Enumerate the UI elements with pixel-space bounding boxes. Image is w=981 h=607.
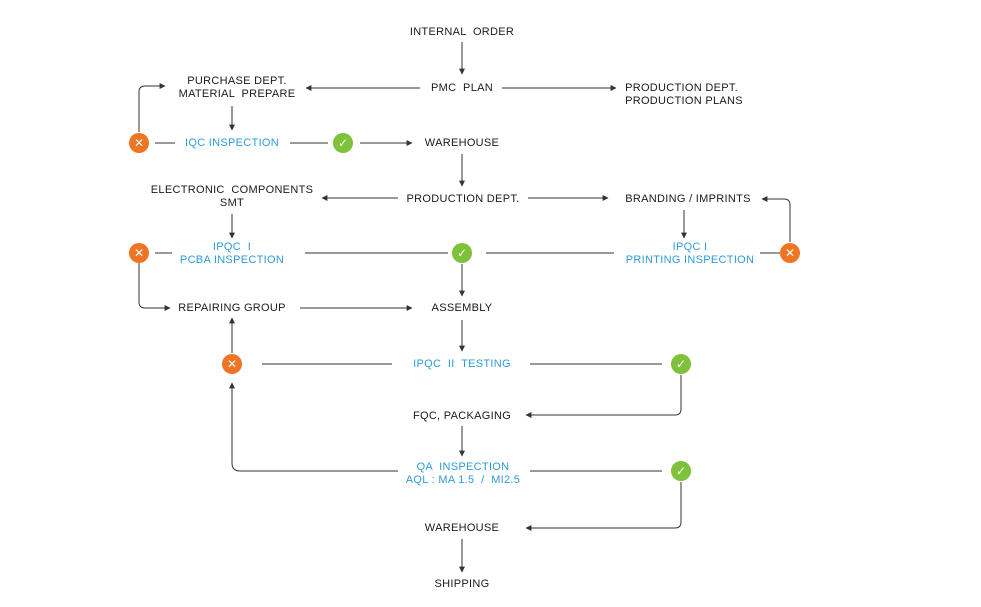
check-circle-icon: ✓ <box>671 461 691 481</box>
node-ipqc-printing: IPQC I PRINTING INSPECTION <box>625 241 755 266</box>
node-warehouse-2: WAREHOUSE <box>424 522 500 534</box>
check-circle-icon: ✓ <box>452 243 472 263</box>
node-shipping: SHIPPING <box>434 578 490 590</box>
node-production-dept: PRODUCTION DEPT. <box>406 193 520 205</box>
x-circle-icon: ✕ <box>222 354 242 374</box>
node-production-plans: PRODUCTION DEPT. PRODUCTION PLANS <box>625 82 743 107</box>
x-circle-icon: ✕ <box>129 243 149 263</box>
node-ipqc-testing: IPQC II TESTING <box>413 358 511 370</box>
node-qa-inspection: QA INSPECTION AQL : MA 1.5 / MI2.5 <box>405 461 521 486</box>
arrow-qa-fail-to-repair <box>229 382 398 472</box>
check-circle-icon: ✓ <box>333 133 353 153</box>
check-circle-icon: ✓ <box>671 354 691 374</box>
node-pmc-plan: PMC PLAN <box>431 82 493 94</box>
arrow-iqc-fail-loop <box>138 83 166 132</box>
arrow-testing-pass-to-fqc <box>525 375 682 418</box>
node-warehouse-1: WAREHOUSE <box>424 137 500 149</box>
node-ipqc-pcba: IPQC I PCBA INSPECTION <box>179 241 285 266</box>
node-internal-order: INTERNAL ORDER <box>409 26 515 38</box>
node-purchase-dept: PURCHASE DEPT. MATERIAL PREPARE <box>178 75 296 100</box>
arrow-pcba-fail-to-repair <box>138 263 171 311</box>
node-repairing-group: REPAIRING GROUP <box>178 302 286 314</box>
node-fqc-packaging: FQC, PACKAGING <box>412 410 512 422</box>
arrow-qa-pass-to-warehouse <box>525 482 682 531</box>
node-branding-imprints: BRANDING / IMPRINTS <box>625 193 751 205</box>
node-assembly: ASSEMBLY <box>431 302 493 314</box>
node-iqc-inspection: IQC INSPECTION <box>184 137 280 149</box>
x-circle-icon: ✕ <box>780 243 800 263</box>
arrow-printing-fail-loop <box>761 196 791 242</box>
node-electronic-components: ELECTRONIC COMPONENTS SMT <box>150 184 314 209</box>
x-circle-icon: ✕ <box>129 133 149 153</box>
